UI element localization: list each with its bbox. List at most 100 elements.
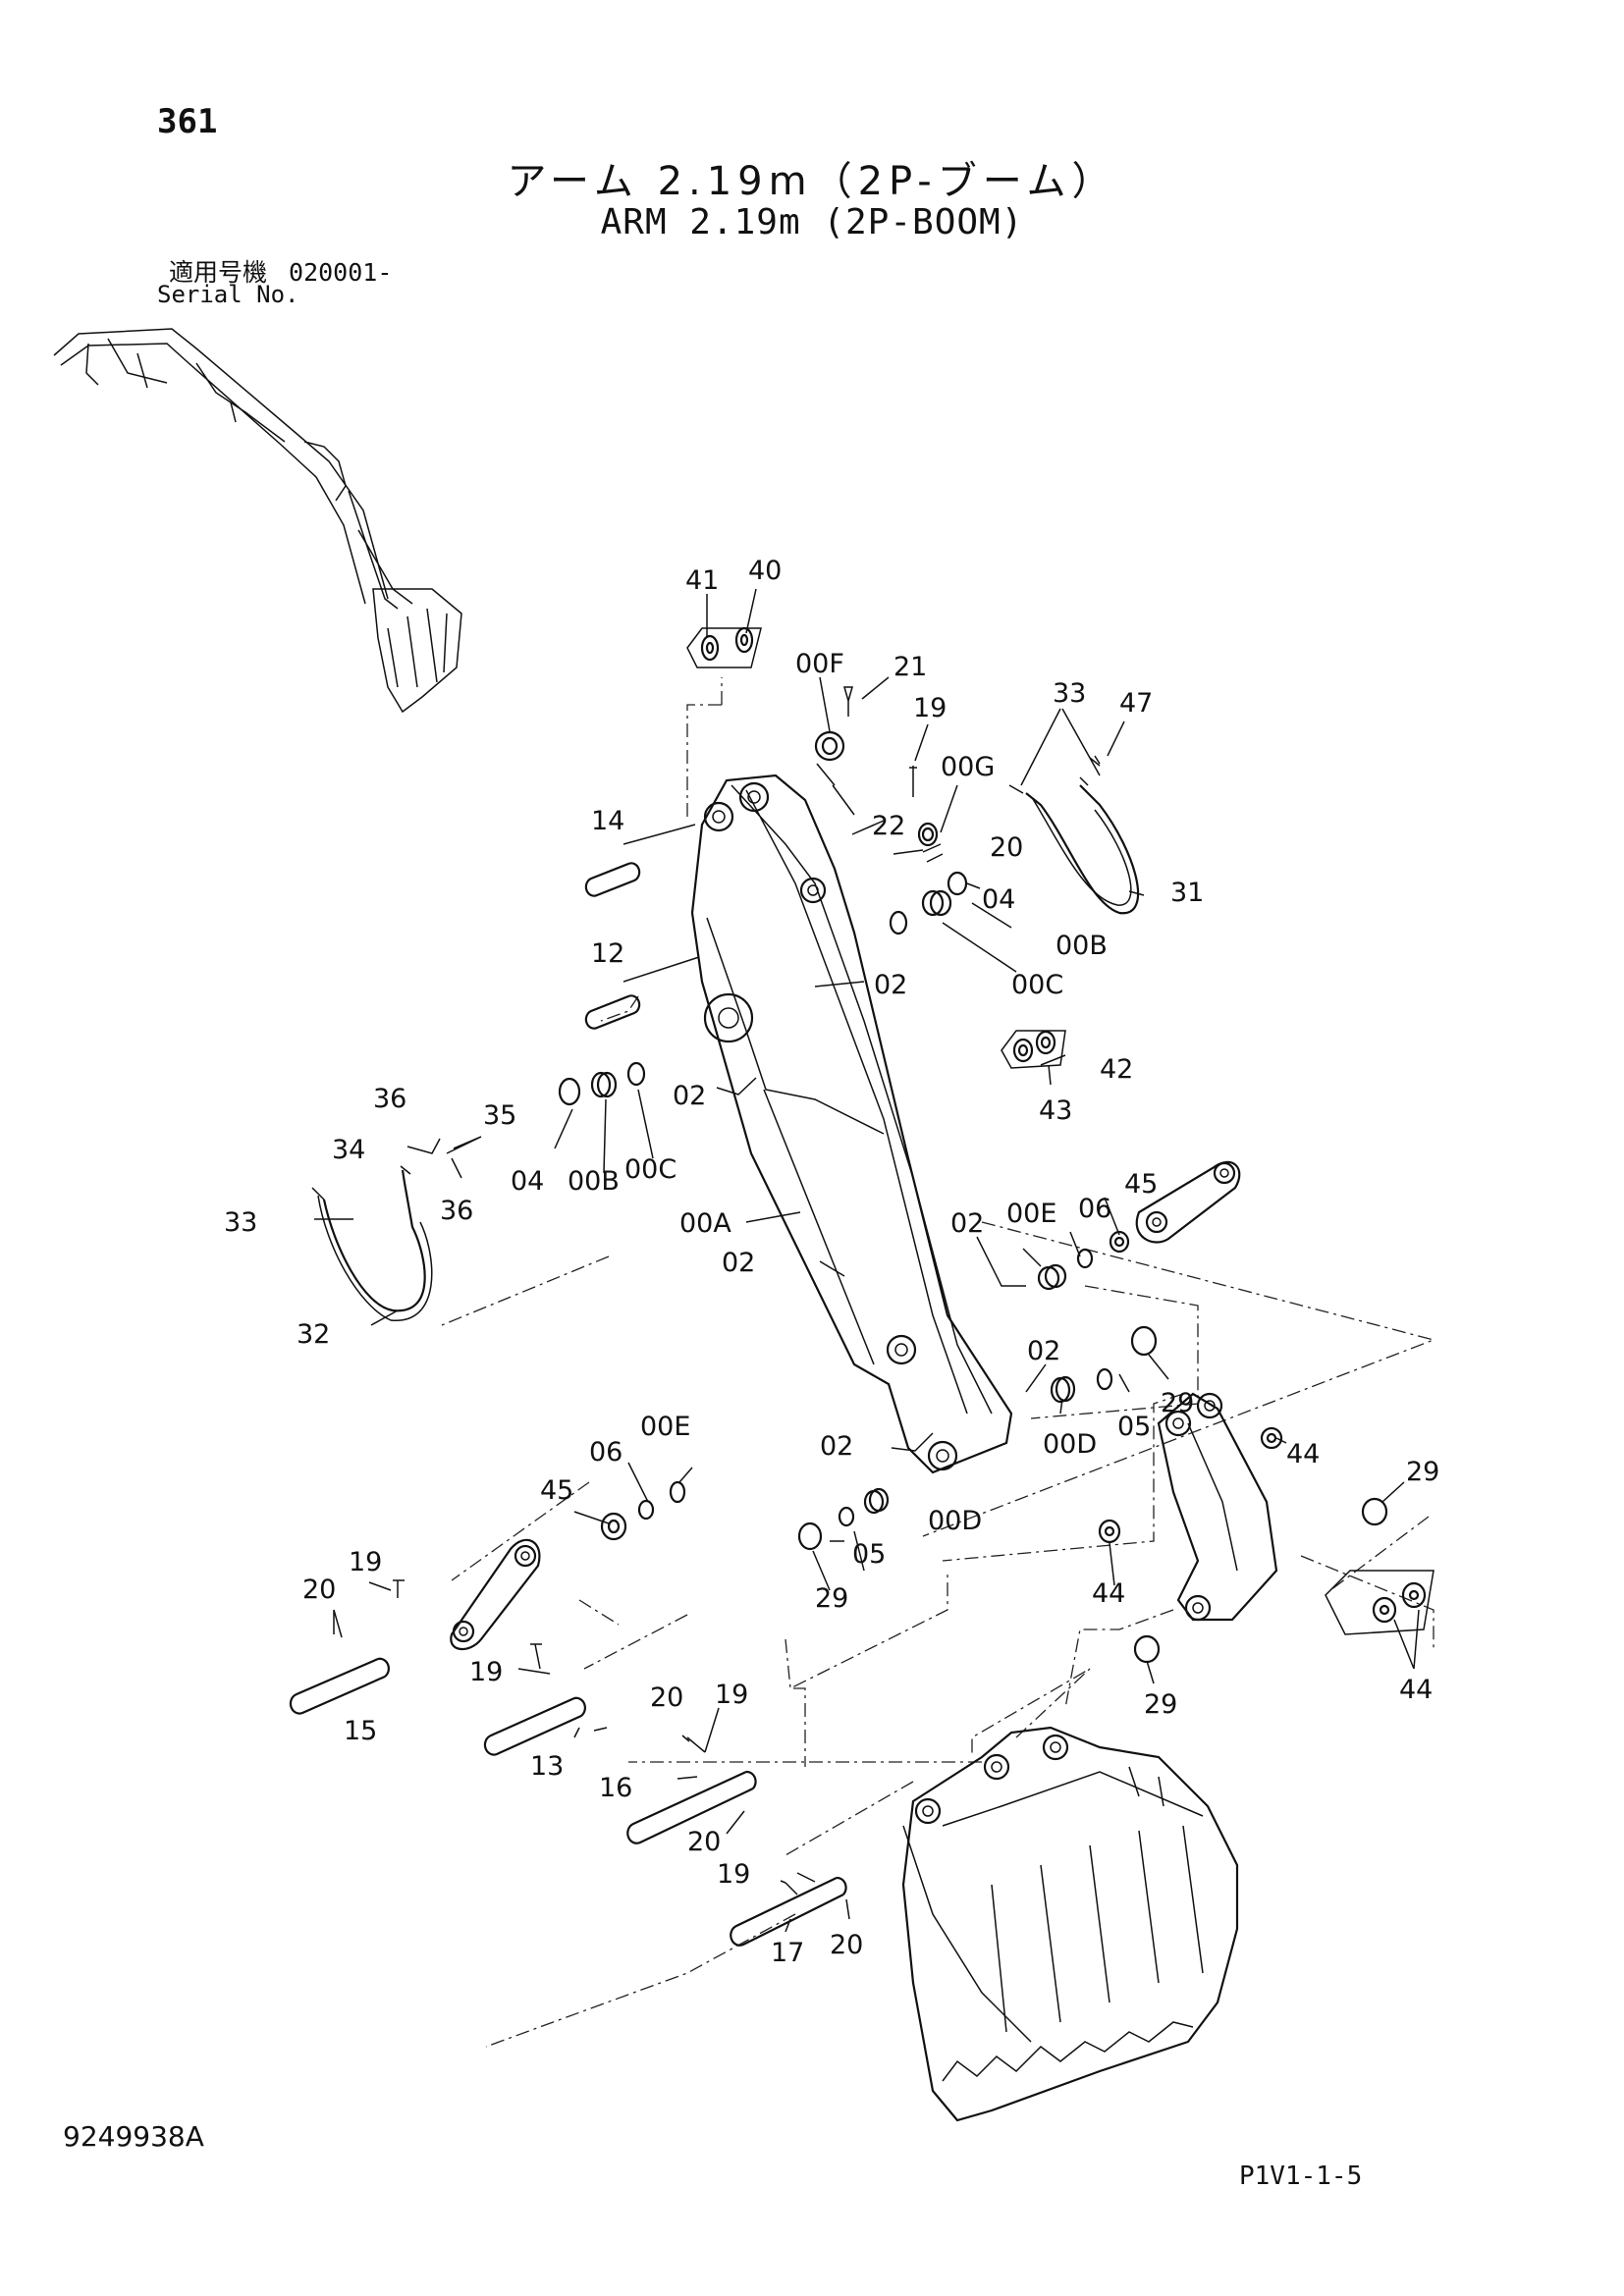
callout-12: 12 [591,938,624,969]
callout-19: 19 [349,1547,382,1577]
callout-17: 17 [771,1938,804,1968]
rings-washers-seals [558,626,1435,1664]
callout-00A: 00A [679,1208,731,1239]
callout-42: 42 [1100,1054,1133,1085]
callout-00C: 00C [624,1154,677,1185]
arm-pin-boss-cylinder [799,877,827,904]
callout-16: 16 [599,1773,632,1803]
page-reference: P1V1-1-5 [1239,2162,1363,2191]
hose-31 [1025,784,1140,915]
callout-44: 44 [1399,1675,1433,1705]
callout-34: 34 [332,1135,365,1165]
callout-00E: 00E [1006,1199,1056,1229]
callout-22: 22 [872,811,905,841]
callout-04: 04 [511,1166,544,1197]
callout-02: 02 [820,1431,853,1462]
callout-05: 05 [852,1539,886,1570]
callout-06: 06 [589,1437,623,1468]
small-bolts [393,686,944,1896]
callout-00D: 00D [1043,1429,1097,1460]
callout-20: 20 [830,1930,863,1960]
page-title-en: ARM 2.19m (2P-BOOM) [600,202,1024,242]
callout-05: 05 [1117,1412,1151,1442]
callout-20: 20 [687,1827,721,1857]
serial-label-jp-text: 適用号機 [169,258,268,287]
callout-45: 45 [1124,1169,1158,1200]
callout-00B: 00B [1056,931,1108,961]
callout-36: 36 [373,1084,406,1114]
hoses [311,755,1140,1321]
callout-36: 36 [440,1196,473,1226]
serial-label-jp: 適用号機 020001- [169,253,392,289]
callout-35: 35 [483,1100,516,1131]
callout-19: 19 [717,1859,750,1890]
pin-12 [584,994,641,1030]
callout-00B: 00B [568,1166,620,1197]
bucket [901,1726,1239,2122]
pin-13 [483,1696,586,1756]
callout-leaders [314,588,1420,1933]
callout-43: 43 [1039,1095,1072,1126]
callout-02: 02 [950,1208,984,1239]
callout-20: 20 [650,1682,683,1713]
pin-17 [730,1876,847,1947]
callout-40: 40 [748,556,782,586]
callout-02: 02 [722,1248,755,1278]
callout-00D: 00D [928,1506,982,1536]
callout-29: 29 [1406,1457,1439,1487]
bucket-body [901,1726,1239,2122]
callout-00E: 00E [640,1412,690,1442]
callout-29: 29 [1161,1388,1194,1418]
callout-02: 02 [874,970,907,1000]
callout-44: 44 [1092,1578,1125,1609]
pin-14 [584,862,641,897]
arm-pin-boss-foot [703,992,754,1043]
leader-lines [441,677,1436,2048]
callout-06: 06 [1078,1194,1111,1224]
arm-pin-boss-bucket [927,1440,958,1471]
callout-00C: 00C [1011,970,1063,1000]
callout-15: 15 [344,1716,377,1746]
pin-16 [626,1770,757,1844]
pins [289,862,847,1947]
callout-19: 19 [913,693,947,723]
callout-02: 02 [673,1081,706,1111]
callout-45: 45 [540,1475,573,1506]
callout-21: 21 [893,652,927,682]
callout-29: 29 [815,1583,848,1614]
callout-19: 19 [469,1657,503,1687]
callout-32: 32 [297,1319,330,1350]
callout-29: 29 [1144,1689,1177,1720]
serial-label-en: Serial No. [157,281,299,308]
arm-body [690,774,1013,1474]
arm-assembly [690,774,1013,1474]
document-id: 9249938A [63,2120,204,2153]
callout-00G: 00G [941,752,995,782]
callout-33: 33 [1053,678,1086,709]
page-title-jp: アーム 2.19m（2P-ブーム） [507,159,1117,204]
link-45-left [450,1538,541,1650]
hose-32 [322,1169,426,1312]
callout-20: 20 [990,832,1023,863]
callout-14: 14 [591,806,624,836]
callout-19: 19 [715,1680,748,1710]
callout-labels: 41 40 00F 21 19 33 47 00G 14 22 20 04 31… [224,556,1439,1968]
page-number: 361 [157,102,218,141]
serial-value: 020001- [289,258,393,287]
callout-47: 47 [1119,688,1153,719]
callout-31: 31 [1170,878,1204,908]
bucket-links [450,1160,1278,1650]
arm-pin-boss-top [703,801,734,832]
callout-44: 44 [1286,1439,1320,1469]
callout-33: 33 [224,1207,257,1238]
callout-00F: 00F [795,649,844,679]
callout-20: 20 [302,1575,336,1605]
link-44-lever [1157,1392,1278,1622]
callout-41: 41 [685,565,719,596]
pin-15 [289,1657,390,1715]
excavator-thumbnail [53,328,462,714]
callout-04: 04 [982,884,1015,915]
callout-02: 02 [1027,1336,1060,1366]
